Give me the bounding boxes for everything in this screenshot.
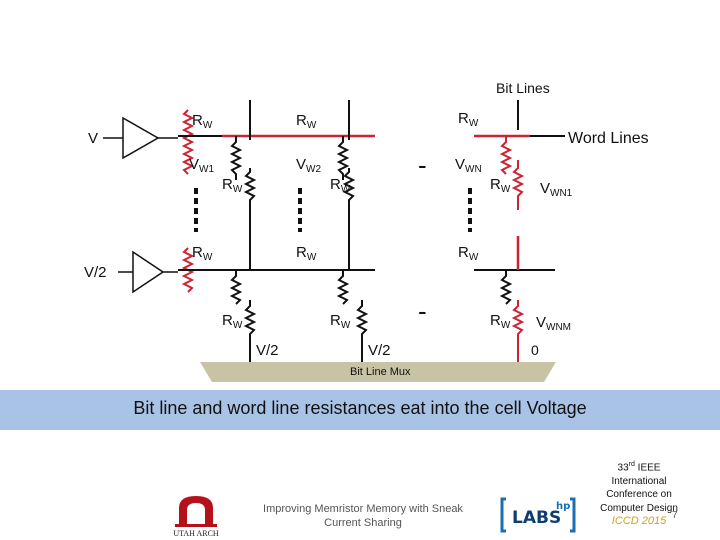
bitline-resistor-r2-2 bbox=[355, 300, 369, 362]
rw-label-top-2: RW bbox=[296, 112, 317, 131]
cell-resistor-r2cn bbox=[499, 270, 513, 305]
rw-label-mid-1: RW bbox=[222, 176, 243, 195]
conf-line3: Conference on bbox=[606, 489, 672, 501]
rw-label-mid-2: RW bbox=[330, 176, 351, 195]
svg-text:UTAH ARCH: UTAH ARCH bbox=[173, 529, 219, 538]
conf-line4: Computer Design bbox=[600, 502, 678, 514]
continuation-dashes bbox=[194, 188, 472, 232]
bitline-resistor-1 bbox=[243, 168, 257, 240]
banner bbox=[0, 390, 720, 430]
vwn1-label: VWN1 bbox=[540, 180, 573, 199]
labs-hp-logo: LABS hp bbox=[500, 497, 576, 533]
dash-row2: - bbox=[418, 296, 427, 326]
rw-label-row2-1: RW bbox=[192, 244, 213, 263]
rw-label-bot-2: RW bbox=[330, 312, 351, 331]
conf-line2: International bbox=[611, 475, 667, 487]
rw-label-top-n: RW bbox=[458, 110, 479, 129]
bitline-columns bbox=[249, 100, 519, 140]
rw-label-bot-1: RW bbox=[222, 312, 243, 331]
cell-resistor-r1cn bbox=[499, 136, 513, 175]
bitline-resistor-n bbox=[511, 160, 525, 210]
bitline-vhalf-1: V/2 bbox=[256, 342, 279, 359]
vw1-label: VW1 bbox=[189, 156, 215, 175]
footer-title-line1: Improving Memristor Memory with Sneak bbox=[263, 503, 463, 515]
cell-resistor-r2c2 bbox=[336, 270, 350, 305]
bit-line-mux bbox=[200, 362, 556, 382]
footer-title-line2: Current Sharing bbox=[324, 517, 402, 529]
bitline-vhalf-2: V/2 bbox=[368, 342, 391, 359]
word-lines-label: Word Lines bbox=[568, 130, 649, 147]
cell-resistor-r2c1 bbox=[229, 270, 243, 305]
rw-label-top-1: RW bbox=[192, 112, 213, 131]
svg-text:LABS: LABS bbox=[512, 508, 561, 528]
footer-title: Improving Memristor Memory with Sneak Cu… bbox=[258, 502, 468, 530]
dash-row1: - bbox=[418, 150, 427, 180]
bit-line-mux-label: Bit Line Mux bbox=[350, 366, 411, 378]
wordline-resistor-1 bbox=[181, 109, 195, 175]
vwnm-label: VWNM bbox=[536, 314, 572, 333]
conf-year: ICCD 2015 bbox=[611, 515, 667, 528]
rw-label-mid-n: RW bbox=[490, 176, 511, 195]
cell-resistor-r1c2 bbox=[336, 136, 350, 180]
svg-text:hp: hp bbox=[556, 501, 570, 512]
bit-lines-label: Bit Lines bbox=[496, 80, 550, 96]
driver-v-half bbox=[118, 250, 178, 294]
rw-label-row2-2: RW bbox=[296, 244, 317, 263]
bitline-resistor-r2-1 bbox=[243, 300, 257, 362]
conference-info: 33rd IEEE International Conference on Co… bbox=[598, 458, 680, 529]
page-number: 7 bbox=[672, 510, 678, 521]
bitline-resistor-2 bbox=[342, 168, 356, 240]
vwn-label: VWN bbox=[455, 156, 482, 175]
bitline-zero: 0 bbox=[531, 342, 539, 358]
conf-line1: 33rd IEEE bbox=[617, 461, 661, 474]
bitline-columns-row2 bbox=[249, 240, 350, 270]
banner-text: Bit line and word line resistances eat i… bbox=[133, 398, 587, 418]
v-half-label: V/2 bbox=[84, 264, 107, 281]
utah-arch-logo: UTAH ARCH bbox=[173, 496, 219, 538]
cell-resistor-r1c1 bbox=[229, 136, 243, 180]
rw-label-row2-n: RW bbox=[458, 244, 479, 263]
bitline-resistor-r2-n bbox=[511, 300, 525, 362]
rw-label-bot-n: RW bbox=[490, 312, 511, 331]
driver-v bbox=[103, 116, 178, 160]
v-label: V bbox=[88, 130, 99, 147]
vw2-label: VW2 bbox=[296, 156, 322, 175]
